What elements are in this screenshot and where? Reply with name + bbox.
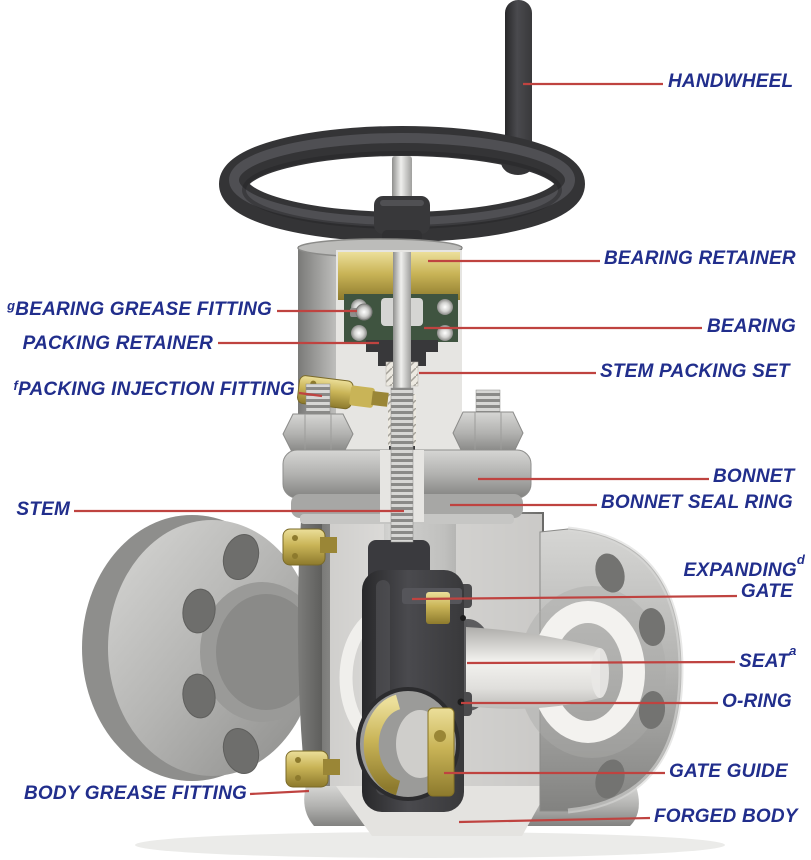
o-ring-upper (460, 615, 466, 621)
stem-upper (393, 252, 411, 390)
left-flange-part (82, 515, 324, 781)
label-packing-retainer: PACKING RETAINER (22, 333, 213, 354)
leader-body-grease-fitting (249, 789, 310, 796)
leader-forged-body (458, 816, 651, 824)
body-grease-fitting-upper-part (282, 528, 337, 566)
label-o-ring: O-RING (722, 691, 792, 712)
label-bonnet-seal-ring: BONNET SEAL RING (601, 492, 793, 513)
leader-expanding-gate (411, 594, 738, 601)
label-handwheel: HANDWHEEL (668, 71, 794, 92)
body-grease-fitting-lower-part (285, 750, 340, 788)
label-stem: STEM (16, 499, 70, 520)
label-bearing-grease-fitting: gBEARING GREASE FITTING (7, 298, 272, 320)
leader-lines (74, 82, 738, 824)
label-bearing-retainer: BEARING RETAINER (604, 248, 796, 269)
bearing-grease-fitting-part (355, 303, 373, 321)
leader-packing-injection-fitting (298, 391, 323, 398)
label-gate-guide: GATE GUIDE (669, 761, 788, 782)
label-seat: SEATa (739, 642, 797, 672)
label-bonnet: BONNET (713, 466, 795, 487)
leader-seat (466, 660, 736, 665)
label-bearing: BEARING (707, 316, 797, 337)
stem-threads (390, 387, 414, 543)
label-forged-body: FORGED BODY (654, 806, 798, 827)
label-packing-injection-fitting: fPACKING INJECTION FITTING (13, 378, 295, 400)
label-expanding-gate: EXPANDINGd GATE (683, 551, 805, 602)
label-stem-packing-set: STEM PACKING SET (600, 361, 790, 382)
flow-bore (466, 627, 600, 709)
label-body-grease-fitting: BODY GREASE FITTING (23, 783, 247, 804)
bonnet-flange-part (282, 383, 532, 543)
ground-shadow (135, 832, 725, 858)
handwheel-part (219, 0, 585, 248)
